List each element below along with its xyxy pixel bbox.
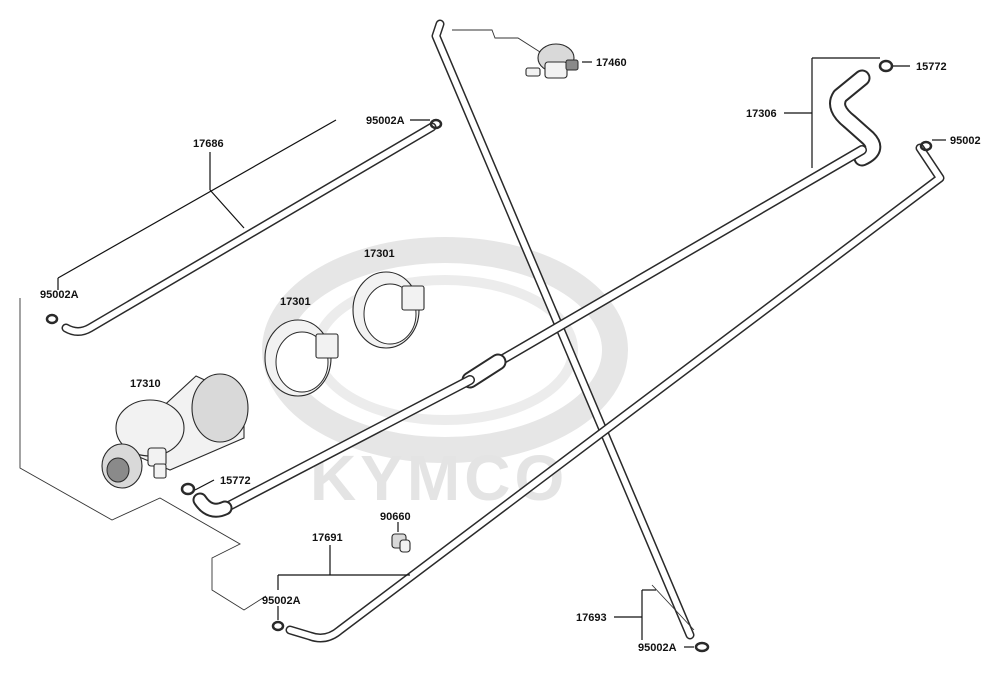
clip-90660 — [391, 533, 411, 553]
label-17460: 17460 — [596, 57, 627, 69]
label-95002A-br: 95002A — [638, 642, 677, 654]
clamp-15772-mid — [180, 482, 196, 496]
label-17693: 17693 — [576, 612, 607, 624]
label-90660: 90660 — [380, 511, 411, 523]
label-95002A-top: 95002A — [366, 115, 405, 127]
valve-17460 — [452, 29, 579, 79]
canister-17310 — [101, 373, 249, 489]
kymco-watermark: KYMCO — [262, 237, 628, 514]
hose-17306 — [192, 69, 882, 518]
clamp-95002A-left — [45, 313, 59, 325]
watermark-text: KYMCO — [310, 442, 568, 514]
clamp-95002-right — [919, 140, 933, 152]
clamp-95002A-bottom — [271, 620, 285, 632]
hose-17691 — [285, 143, 945, 643]
label-17686: 17686 — [193, 138, 224, 150]
assembly-outline — [19, 298, 267, 611]
leader-lines — [57, 57, 946, 648]
label-17310: 17310 — [130, 378, 161, 390]
hose-17693 — [431, 19, 695, 640]
label-15772-top: 15772 — [916, 61, 947, 73]
strap-17301-a — [352, 271, 425, 349]
label-95002-right: 95002 — [950, 135, 981, 147]
strap-17301-b — [264, 319, 339, 397]
clamp-95002A-top — [429, 118, 443, 130]
label-15772-mid: 15772 — [220, 475, 251, 487]
label-17301-b: 17301 — [280, 296, 311, 308]
label-17691: 17691 — [312, 532, 343, 544]
label-17306: 17306 — [746, 108, 777, 120]
label-95002A-left: 95002A — [40, 289, 79, 301]
clamp-15772-top — [878, 59, 894, 73]
hose-17686 — [61, 122, 437, 336]
clamp-95002A-br — [694, 641, 710, 653]
label-17301-a: 17301 — [364, 248, 395, 260]
label-95002A-bottom: 95002A — [262, 595, 301, 607]
